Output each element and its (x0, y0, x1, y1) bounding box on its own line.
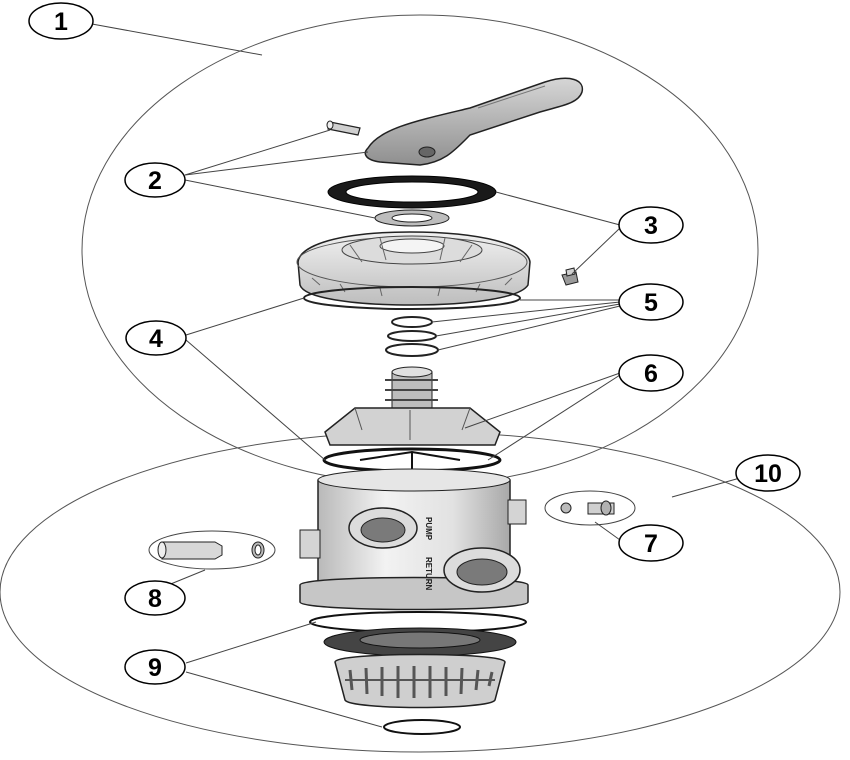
group-7-ellipse (544, 490, 636, 526)
callout-8-label: 8 (148, 585, 162, 613)
callout-9: 9 (124, 649, 186, 685)
bleeder-assembly (560, 500, 615, 516)
callout-5: 5 (618, 283, 684, 321)
stem-o-ring-2 (387, 330, 437, 342)
callout-2: 2 (124, 162, 186, 198)
callout-1: 1 (28, 2, 94, 40)
callout-3: 3 (618, 206, 684, 244)
callout-1-label: 1 (54, 8, 68, 36)
leader-lines (91, 23, 741, 728)
drain-o-ring (383, 719, 461, 735)
callout-4-label: 4 (149, 325, 163, 353)
port-label-return: RETURN (424, 557, 433, 591)
handle-pin (326, 120, 361, 136)
drain-plug-assembly (157, 541, 265, 560)
valve-body (299, 468, 529, 611)
valve-rotor (324, 366, 501, 446)
group-8-ellipse (148, 530, 276, 570)
callout-5-label: 5 (644, 289, 658, 317)
callout-4: 4 (125, 320, 187, 356)
callout-10: 10 (735, 454, 801, 492)
callout-10-label: 10 (754, 460, 782, 488)
callout-7: 7 (618, 524, 684, 562)
handle-washer (374, 209, 450, 227)
port-label-pump: PUMP (424, 517, 433, 541)
callout-3-label: 3 (644, 212, 658, 240)
valve-cover (296, 231, 531, 306)
callout-2-label: 2 (148, 167, 162, 195)
cover-screw (561, 267, 579, 286)
lateral-basket (334, 653, 506, 709)
cover-gasket (327, 175, 497, 209)
callout-6-label: 6 (644, 360, 658, 388)
stem-o-ring-3 (385, 343, 439, 357)
bottom-gasket (323, 627, 517, 657)
stem-o-ring-1 (391, 316, 433, 328)
callout-7-label: 7 (644, 530, 658, 558)
callout-8: 8 (124, 580, 186, 616)
valve-handle (364, 77, 584, 166)
callout-9-label: 9 (148, 654, 162, 682)
rotor-gasket (322, 447, 502, 473)
callout-6: 6 (618, 354, 684, 392)
